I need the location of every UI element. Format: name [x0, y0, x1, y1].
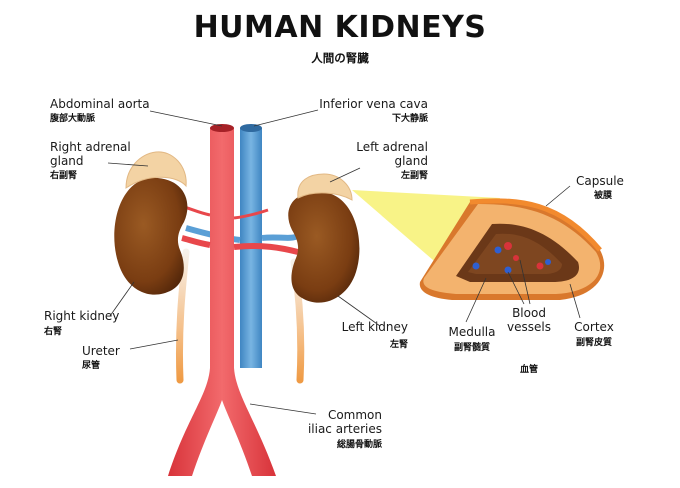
label-blood-vessels-1: Blood [512, 306, 546, 320]
label-right-kidney: Right kidney [44, 309, 120, 323]
leader-medulla [465, 277, 487, 323]
leader-capsule [545, 185, 571, 207]
diagram-title: HUMAN KIDNEYS [193, 10, 487, 45]
capsule-rim [469, 198, 602, 252]
label-left-adrenal-1: Left adrenal [356, 140, 428, 154]
vessel-blue-3 [504, 266, 512, 274]
label-abdominal-aorta-jp: 腹部大動脈 [50, 114, 96, 124]
label-capsule: Capsule [576, 174, 624, 188]
vessel-blue-2 [472, 262, 480, 270]
right-renal-artery [181, 235, 211, 248]
label-abdominal-aorta: Abdominal aorta [50, 97, 150, 111]
vessel-red-2 [513, 255, 519, 261]
vessel-blue-1 [494, 246, 502, 254]
right-ureter [175, 248, 190, 384]
label-right-adrenal-jp: 右副腎 [50, 171, 78, 181]
leader-cortex [569, 283, 581, 319]
leader-abdominal-aorta [149, 110, 223, 127]
right-adrenal-shape [125, 151, 187, 189]
label-blood-vessels-2: vessels [507, 320, 551, 334]
leader-right-kidney [109, 281, 135, 317]
label-inferior-vena-cava: Inferior vena cava [319, 97, 428, 111]
label-common-iliac-jp: 総腸骨動脈 [336, 440, 382, 450]
aorta-top-opening [210, 124, 234, 132]
leader-ureter [129, 339, 179, 350]
label-blood-vessels-jp: 血管 [519, 365, 538, 375]
leader-iliac [249, 403, 317, 415]
leader-blood-vessels-2 [519, 259, 531, 305]
label-right-adrenal-1: Right adrenal [50, 140, 131, 154]
right-kidney-shape [114, 177, 188, 295]
label-right-adrenal-2: gland [50, 154, 84, 168]
leader-right-adrenal [107, 162, 149, 167]
label-cortex-jp: 副腎皮質 [575, 338, 612, 348]
leader-left-adrenal [329, 167, 361, 183]
left-adrenal-shape [297, 173, 353, 201]
diagram-subtitle: 人間の腎臓 [311, 51, 369, 65]
label-cortex: Cortex [574, 320, 614, 334]
leader-blood-vessels-1 [507, 271, 525, 305]
adrenal-artery-left [233, 208, 269, 220]
label-left-kidney: Left kidney [341, 320, 408, 334]
label-inferior-vena-cava-jp: 下大静脈 [391, 114, 428, 124]
vena-cava-top-opening [240, 124, 262, 132]
vessel-red-1 [504, 242, 512, 250]
label-left-kidney-jp: 左腎 [389, 340, 408, 350]
label-capsule-jp: 被膜 [594, 191, 613, 201]
label-medulla-jp: 副腎髄質 [453, 343, 490, 353]
vessel-blue-4 [545, 259, 551, 265]
label-ureter: Ureter [82, 344, 120, 358]
label-right-kidney-jp: 右腎 [44, 327, 63, 337]
leader-vena-cava [253, 109, 319, 127]
label-medulla: Medulla [448, 325, 496, 339]
label-common-iliac-1: Common [327, 408, 382, 422]
left-kidney-shape [288, 191, 360, 303]
leader-left-kidney [337, 295, 381, 327]
label-left-adrenal-2: gland [394, 154, 428, 168]
leader-lines [107, 109, 581, 415]
abdominal-aorta-shape [168, 128, 276, 476]
left-renal-artery [233, 242, 299, 255]
label-left-adrenal-jp: 左副腎 [400, 171, 428, 181]
left-renal-vein [261, 233, 300, 241]
vessel-red-3 [536, 262, 544, 270]
label-common-iliac-2: iliac arteries [307, 422, 382, 436]
label-ureter-jp: 尿管 [82, 361, 101, 371]
